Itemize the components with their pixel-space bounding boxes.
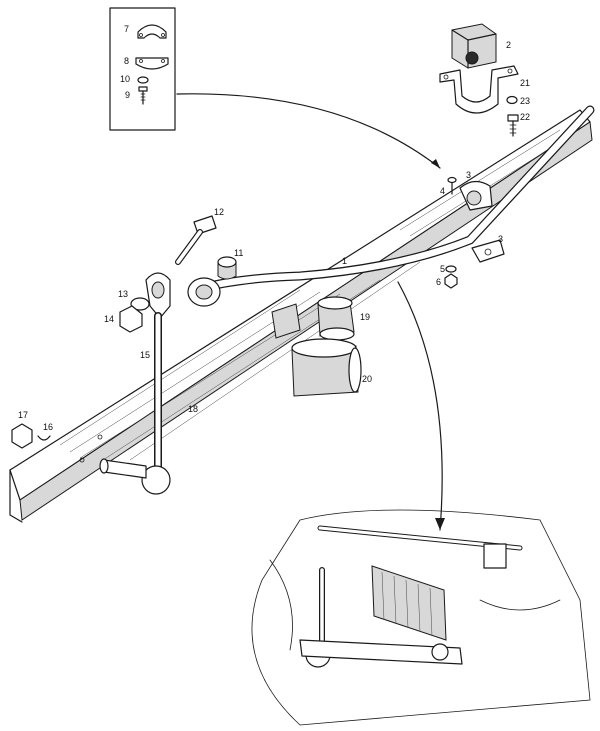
bar-clamp-upper: [459, 180, 493, 211]
split-pin: [37, 435, 51, 441]
arrow-head: [435, 518, 445, 530]
assembled-view: [251, 509, 591, 726]
clamp-lower-half: [135, 57, 169, 70]
mounting-bracket-assembly: [439, 23, 519, 137]
bush-medium: [317, 296, 355, 341]
link-bolt: [175, 215, 217, 265]
leader-arrow-inset: [176, 93, 441, 169]
small-bolt: [138, 86, 148, 105]
callout-5: 5: [440, 264, 445, 274]
callout-2: 2: [506, 40, 511, 50]
callout-6: 6: [436, 277, 441, 287]
callout-7: 7: [124, 24, 129, 34]
bracket-bolt: [507, 114, 519, 137]
spring-washer: [137, 76, 149, 84]
callout-16: 16: [43, 422, 53, 432]
callout-20: 20: [362, 374, 372, 384]
arrow-head: [431, 159, 440, 168]
clamp-nut: [444, 273, 458, 289]
small-bush: [217, 256, 237, 280]
drop-link: [99, 272, 171, 495]
clamp-screw: [447, 176, 457, 195]
chassis-frame-member: [9, 109, 593, 523]
callout-1: 1: [342, 256, 347, 266]
callout-9: 9: [125, 90, 130, 100]
callout-8: 8: [124, 56, 129, 66]
callout-19: 19: [360, 312, 370, 322]
link-washer: [130, 297, 150, 311]
ball-joint: [141, 465, 171, 495]
bush-large: [291, 338, 362, 397]
callout-10: 10: [120, 74, 130, 84]
callout-18: 18: [188, 404, 198, 414]
bar-clamp-lower: [471, 239, 505, 263]
anti-roll-bar: [187, 105, 595, 307]
castle-nut: [11, 423, 33, 449]
clamp-washer: [445, 265, 457, 273]
callout-23: 23: [520, 96, 530, 106]
leader-arrow-assembly: [397, 281, 443, 531]
callout-15: 15: [140, 350, 150, 360]
clamp-upper-half: [137, 24, 167, 39]
callout-3b: 3: [498, 234, 503, 244]
frame-bush: [271, 303, 301, 339]
callout-12: 12: [214, 207, 224, 217]
callout-22: 22: [520, 112, 530, 122]
callout-labels: 1 2 3 3 4 5 6 7 8 9 10 11 12 13 14 15 16…: [18, 24, 530, 432]
bracket-washer: [506, 95, 518, 105]
callout-14: 14: [104, 314, 114, 324]
callout-21: 21: [520, 78, 530, 88]
callout-11: 11: [234, 248, 243, 258]
callout-13: 13: [118, 289, 128, 299]
inset-box-small-parts: [109, 7, 176, 131]
link-nut: [119, 305, 143, 333]
callout-17: 17: [18, 410, 28, 420]
callout-4: 4: [440, 186, 445, 196]
callout-3a: 3: [466, 170, 471, 180]
